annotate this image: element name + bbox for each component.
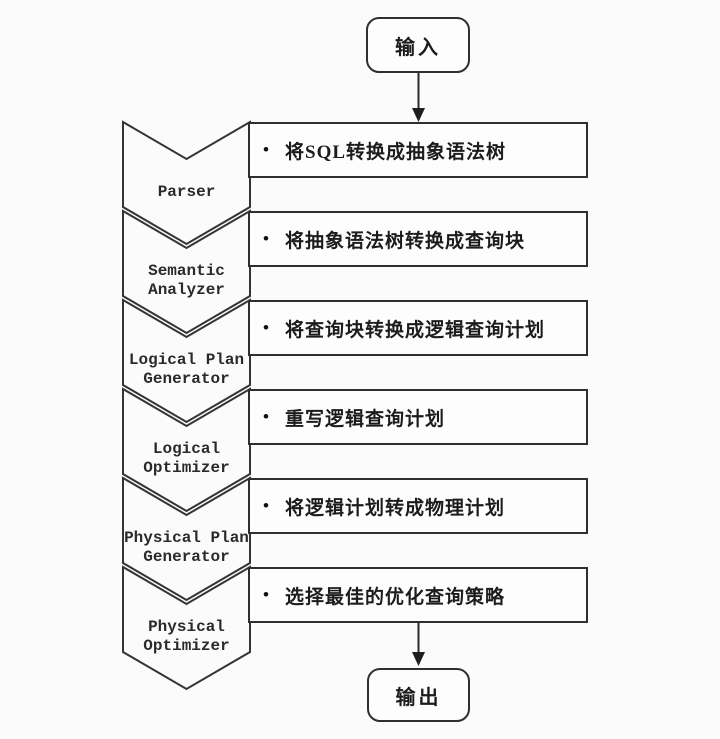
stage-label: Physical Plan Generator (124, 529, 249, 566)
stage-desc-box: • 将抽象语法树转换成查询块 (248, 211, 588, 267)
stage-desc-text: 选择最佳的优化查询策略 (285, 586, 506, 608)
stage-label: Semantic Analyzer (148, 262, 225, 299)
bullet-icon: • (263, 584, 269, 604)
arrow-down-output-icon (412, 622, 425, 666)
stage-label: Logical Plan Generator (128, 351, 245, 388)
input-terminal: 输入 (366, 17, 470, 73)
bullet-icon: • (263, 228, 269, 248)
stage-desc-box: • 将逻辑计划转成物理计划 (248, 478, 588, 534)
bullet-icon: • (263, 406, 269, 426)
stage-label: Logical Optimizer (143, 440, 230, 477)
stage-logical-optimizer: Logical Optimizer • 重写逻辑查询计划 (0, 387, 720, 514)
stage-desc-text: 将抽象语法树转换成查询块 (285, 230, 526, 252)
stage-desc-text: 重写逻辑查询计划 (285, 408, 446, 430)
stage-parser: Parser • 将SQL转换成抽象语法树 (0, 120, 720, 247)
stage-physical-plan-generator: Physical Plan Generator • 将逻辑计划转成物理计划 (0, 476, 720, 603)
stage-label: Parser (157, 182, 216, 201)
bullet-icon: • (263, 317, 269, 337)
stage-desc-box: • 重写逻辑查询计划 (248, 389, 588, 445)
stage-desc-text: 将逻辑计划转成物理计划 (285, 497, 506, 519)
stage-desc-box: • 将SQL转换成抽象语法树 (248, 122, 588, 178)
stage-logical-plan-generator: Logical Plan Generator • 将查询块转换成逻辑查询计划 (0, 298, 720, 425)
bullet-icon: • (263, 495, 269, 515)
chevron-shape (122, 476, 251, 602)
stage-desc-box: • 将查询块转换成逻辑查询计划 (248, 300, 588, 356)
chevron-shape (122, 120, 251, 246)
chevron-shape (122, 209, 251, 335)
bullet-icon: • (263, 139, 269, 159)
output-terminal: 输出 (367, 668, 470, 722)
arrow-down-input-icon (412, 73, 425, 122)
chevron-shape (122, 565, 251, 691)
stage-physical-optimizer: Physical Optimizer • 选择最佳的优化查询策略 (0, 565, 720, 692)
chevron-shape (122, 298, 251, 424)
chevron-shape (122, 387, 251, 513)
stage-label: Physical Optimizer (143, 618, 230, 655)
stage-desc-box: • 选择最佳的优化查询策略 (248, 567, 588, 623)
stage-semantic-analyzer: Semantic Analyzer • 将抽象语法树转换成查询块 (0, 209, 720, 336)
stage-desc-text: 将SQL转换成抽象语法树 (285, 141, 507, 163)
stage-desc-text: 将查询块转换成逻辑查询计划 (285, 319, 546, 341)
